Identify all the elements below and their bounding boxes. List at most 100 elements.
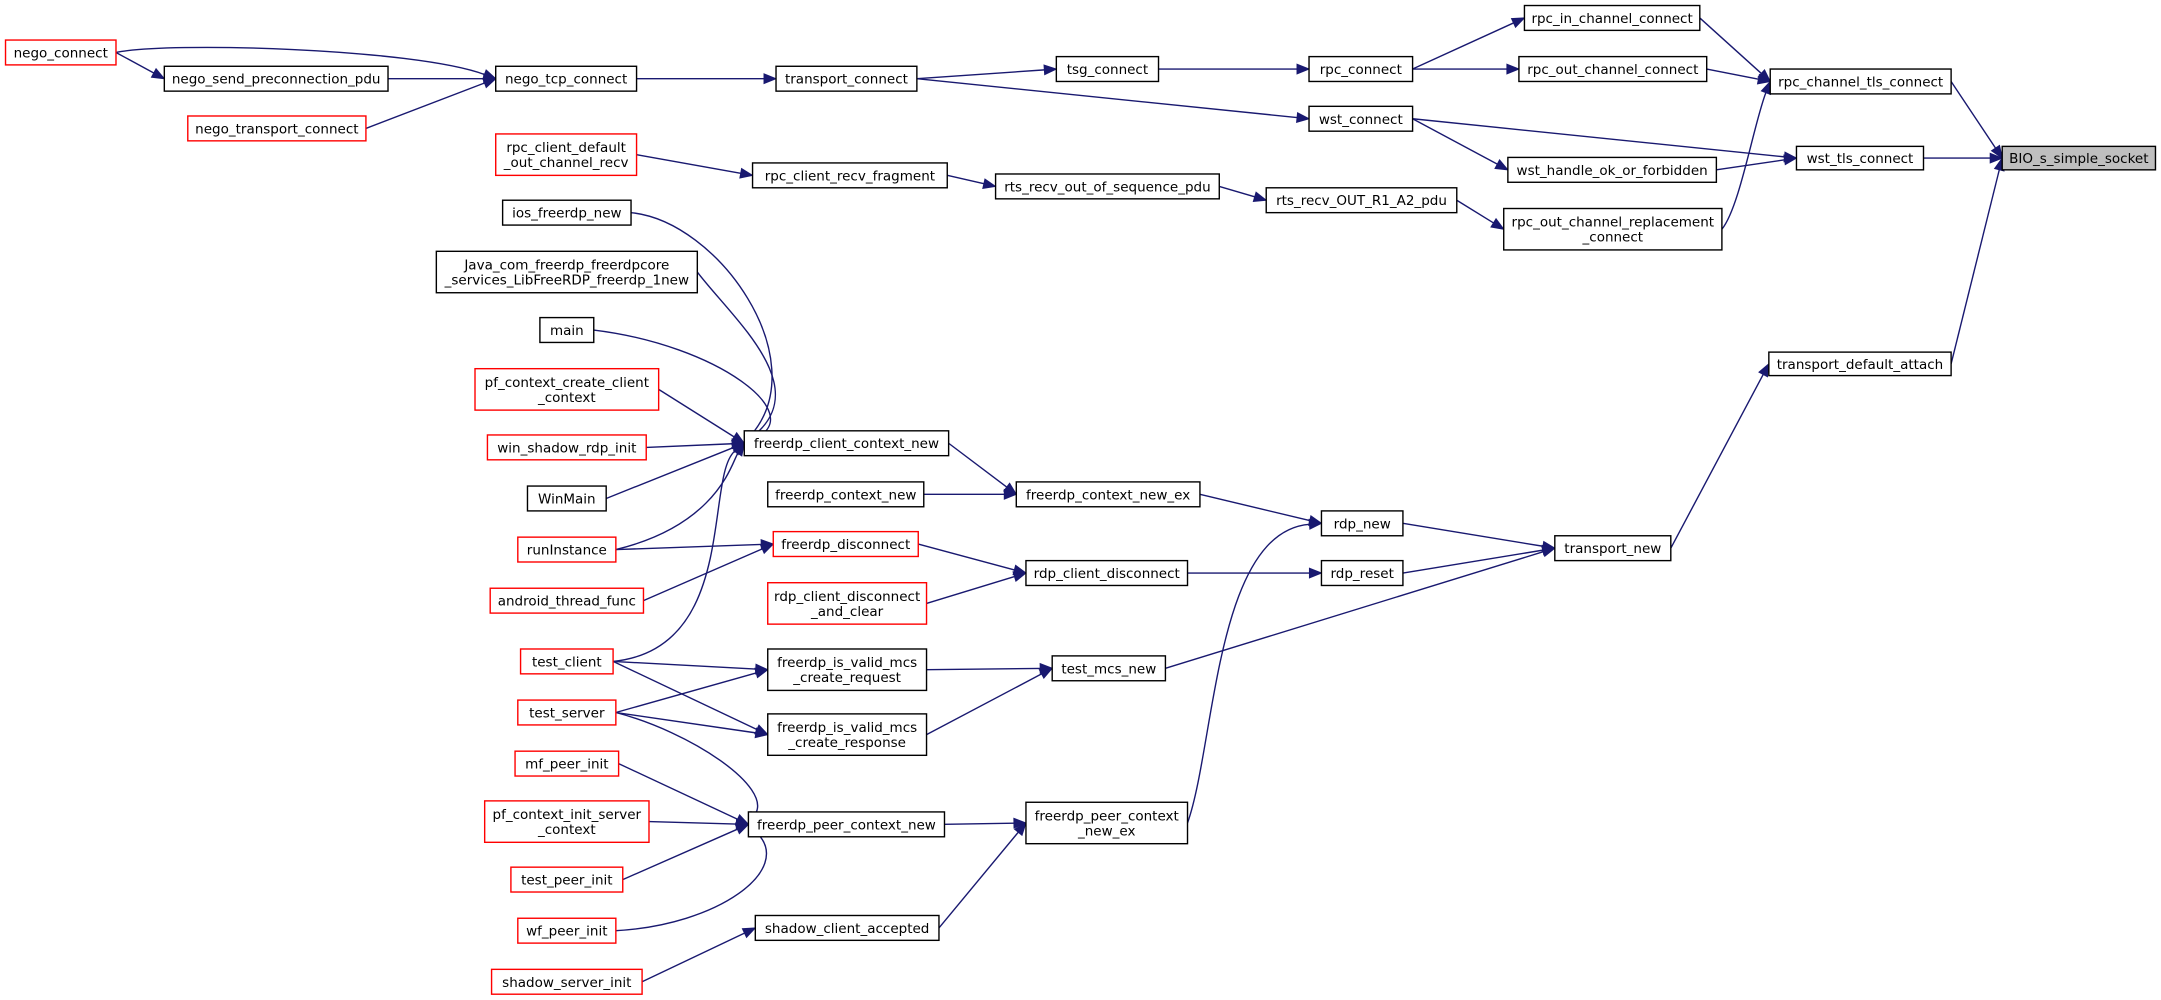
node-tsg_connect[interactable]: tsg_connect — [1055, 55, 1160, 83]
node-freerdp_is_valid_mcs_create_response[interactable]: freerdp_is_valid_mcs_create_response — [767, 713, 928, 757]
node-box[interactable] — [1554, 535, 1672, 562]
node-transport_connect[interactable]: transport_connect — [775, 65, 918, 92]
node-box[interactable] — [1503, 207, 1723, 251]
node-box[interactable] — [767, 713, 928, 757]
node-rpc_in_channel_connect[interactable]: rpc_in_channel_connect — [1523, 4, 1701, 32]
node-box[interactable] — [772, 530, 919, 558]
node-box[interactable] — [495, 133, 638, 177]
node-ios_freerdp_new[interactable]: ios_freerdp_new — [501, 199, 632, 226]
node-box[interactable] — [495, 65, 638, 92]
node-box[interactable] — [1015, 481, 1201, 508]
node-mf_peer_init[interactable]: mf_peer_init — [514, 750, 620, 777]
node-rpc_client_default_out_channel_recv[interactable]: rpc_client_default_out_channel_recv — [495, 133, 638, 177]
node-box[interactable] — [767, 582, 928, 625]
node-bio_s_simple_socket[interactable]: BIO_s_simple_socket — [2001, 145, 2157, 171]
node-freerdp_is_valid_mcs_create_request[interactable]: freerdp_is_valid_mcs_create_request — [767, 648, 928, 692]
node-rpc_out_channel_connect[interactable]: rpc_out_channel_connect — [1518, 55, 1708, 83]
node-box[interactable] — [775, 65, 918, 92]
node-box[interactable] — [743, 430, 950, 457]
node-transport_default_attach[interactable]: transport_default_attach — [1768, 351, 1952, 377]
node-box[interactable] — [994, 173, 1220, 200]
node-box[interactable] — [1523, 4, 1701, 32]
node-box[interactable] — [1768, 351, 1952, 377]
node-java_freerdp_new[interactable]: Java_com_freerdp_freerdpcore_services_Li… — [435, 250, 699, 294]
node-box[interactable] — [1308, 105, 1414, 132]
node-box[interactable] — [4, 39, 117, 66]
node-box[interactable] — [517, 917, 617, 944]
node-test_peer_init[interactable]: test_peer_init — [510, 866, 624, 893]
node-test_mcs_new[interactable]: test_mcs_new — [1051, 655, 1167, 682]
node-box[interactable] — [486, 434, 647, 461]
node-pf_context_init_server_context[interactable]: pf_context_init_server_context — [483, 800, 650, 844]
node-freerdp_peer_context_new_ex[interactable]: freerdp_peer_context_new_ex — [1025, 801, 1189, 845]
node-box[interactable] — [514, 750, 620, 777]
node-box[interactable] — [1025, 801, 1189, 845]
node-wst_handle_ok_or_forbidden[interactable]: wst_handle_ok_or_forbidden — [1507, 156, 1718, 183]
node-rpc_channel_tls_connect[interactable]: rpc_channel_tls_connect — [1769, 68, 1952, 95]
node-box[interactable] — [767, 481, 925, 508]
node-box[interactable] — [483, 800, 650, 844]
node-box[interactable] — [751, 162, 948, 189]
node-win_shadow_rdp_init[interactable]: win_shadow_rdp_init — [486, 434, 647, 461]
node-nego_tcp_connect[interactable]: nego_tcp_connect — [495, 65, 638, 92]
node-box[interactable] — [510, 866, 624, 893]
node-box[interactable] — [187, 115, 367, 142]
node-rdp_client_disconnect_and_clear[interactable]: rdp_client_disconnect_and_clear — [767, 582, 928, 625]
node-test_client[interactable]: test_client — [519, 648, 614, 675]
node-box[interactable] — [754, 914, 940, 942]
node-freerdp_disconnect[interactable]: freerdp_disconnect — [772, 530, 919, 558]
node-freerdp_context_new_ex[interactable]: freerdp_context_new_ex — [1015, 481, 1201, 508]
node-shadow_client_accepted[interactable]: shadow_client_accepted — [754, 914, 940, 942]
node-rts_recv_out_r1_a2_pdu[interactable]: rts_recv_OUT_R1_A2_pdu — [1265, 187, 1458, 214]
node-box[interactable] — [163, 65, 389, 92]
node-test_server[interactable]: test_server — [517, 699, 617, 726]
node-freerdp_client_context_new[interactable]: freerdp_client_context_new — [743, 430, 950, 457]
node-winmain[interactable]: WinMain — [526, 485, 607, 512]
node-box[interactable] — [2001, 145, 2157, 171]
node-rpc_client_recv_fragment[interactable]: rpc_client_recv_fragment — [751, 162, 948, 189]
node-pf_context_create_client_context[interactable]: pf_context_create_client_context — [474, 367, 660, 411]
node-box[interactable] — [501, 199, 632, 226]
node-box[interactable] — [1769, 68, 1952, 95]
node-box[interactable] — [1795, 145, 1925, 171]
node-rdp_reset[interactable]: rdp_reset — [1320, 559, 1404, 587]
node-rpc_out_channel_replacement_connect[interactable]: rpc_out_channel_replacement_connect — [1503, 207, 1723, 251]
node-box[interactable] — [1320, 559, 1404, 587]
node-rts_recv_out_of_sequence_pdu[interactable]: rts_recv_out_of_sequence_pdu — [994, 173, 1220, 200]
node-box[interactable] — [539, 316, 595, 344]
node-shadow_server_init[interactable]: shadow_server_init — [490, 968, 643, 995]
node-wf_peer_init[interactable]: wf_peer_init — [517, 917, 617, 944]
node-box[interactable] — [435, 250, 699, 294]
node-box[interactable] — [526, 485, 607, 512]
node-box[interactable] — [1308, 55, 1414, 83]
node-box[interactable] — [747, 811, 946, 838]
node-runinstance[interactable]: runInstance — [517, 536, 617, 563]
node-box[interactable] — [1051, 655, 1167, 682]
node-box[interactable] — [1507, 156, 1718, 183]
node-rpc_connect[interactable]: rpc_connect — [1308, 55, 1414, 83]
node-rdp_client_disconnect[interactable]: rdp_client_disconnect — [1025, 559, 1189, 587]
node-main[interactable]: main — [539, 316, 595, 344]
node-nego_connect[interactable]: nego_connect — [4, 39, 117, 66]
node-box[interactable] — [517, 699, 617, 726]
node-box[interactable] — [1518, 55, 1708, 83]
node-box[interactable] — [767, 648, 928, 692]
node-android_thread_func[interactable]: android_thread_func — [489, 587, 645, 614]
node-box[interactable] — [519, 648, 614, 675]
node-wst_connect[interactable]: wst_connect — [1308, 105, 1414, 132]
node-freerdp_context_new[interactable]: freerdp_context_new — [767, 481, 925, 508]
node-freerdp_peer_context_new[interactable]: freerdp_peer_context_new — [747, 811, 946, 838]
node-transport_new[interactable]: transport_new — [1554, 535, 1672, 562]
node-box[interactable] — [489, 587, 645, 614]
node-box[interactable] — [474, 367, 660, 411]
node-box[interactable] — [490, 968, 643, 995]
node-nego_transport_connect[interactable]: nego_transport_connect — [187, 115, 367, 142]
node-box[interactable] — [1265, 187, 1458, 214]
node-box[interactable] — [1025, 559, 1189, 587]
node-box[interactable] — [1055, 55, 1160, 83]
node-nego_send_preconnection_pdu[interactable]: nego_send_preconnection_pdu — [163, 65, 389, 92]
node-box[interactable] — [1320, 510, 1404, 537]
node-box[interactable] — [517, 536, 617, 563]
node-wst_tls_connect[interactable]: wst_tls_connect — [1795, 145, 1925, 171]
node-rdp_new[interactable]: rdp_new — [1320, 510, 1404, 537]
